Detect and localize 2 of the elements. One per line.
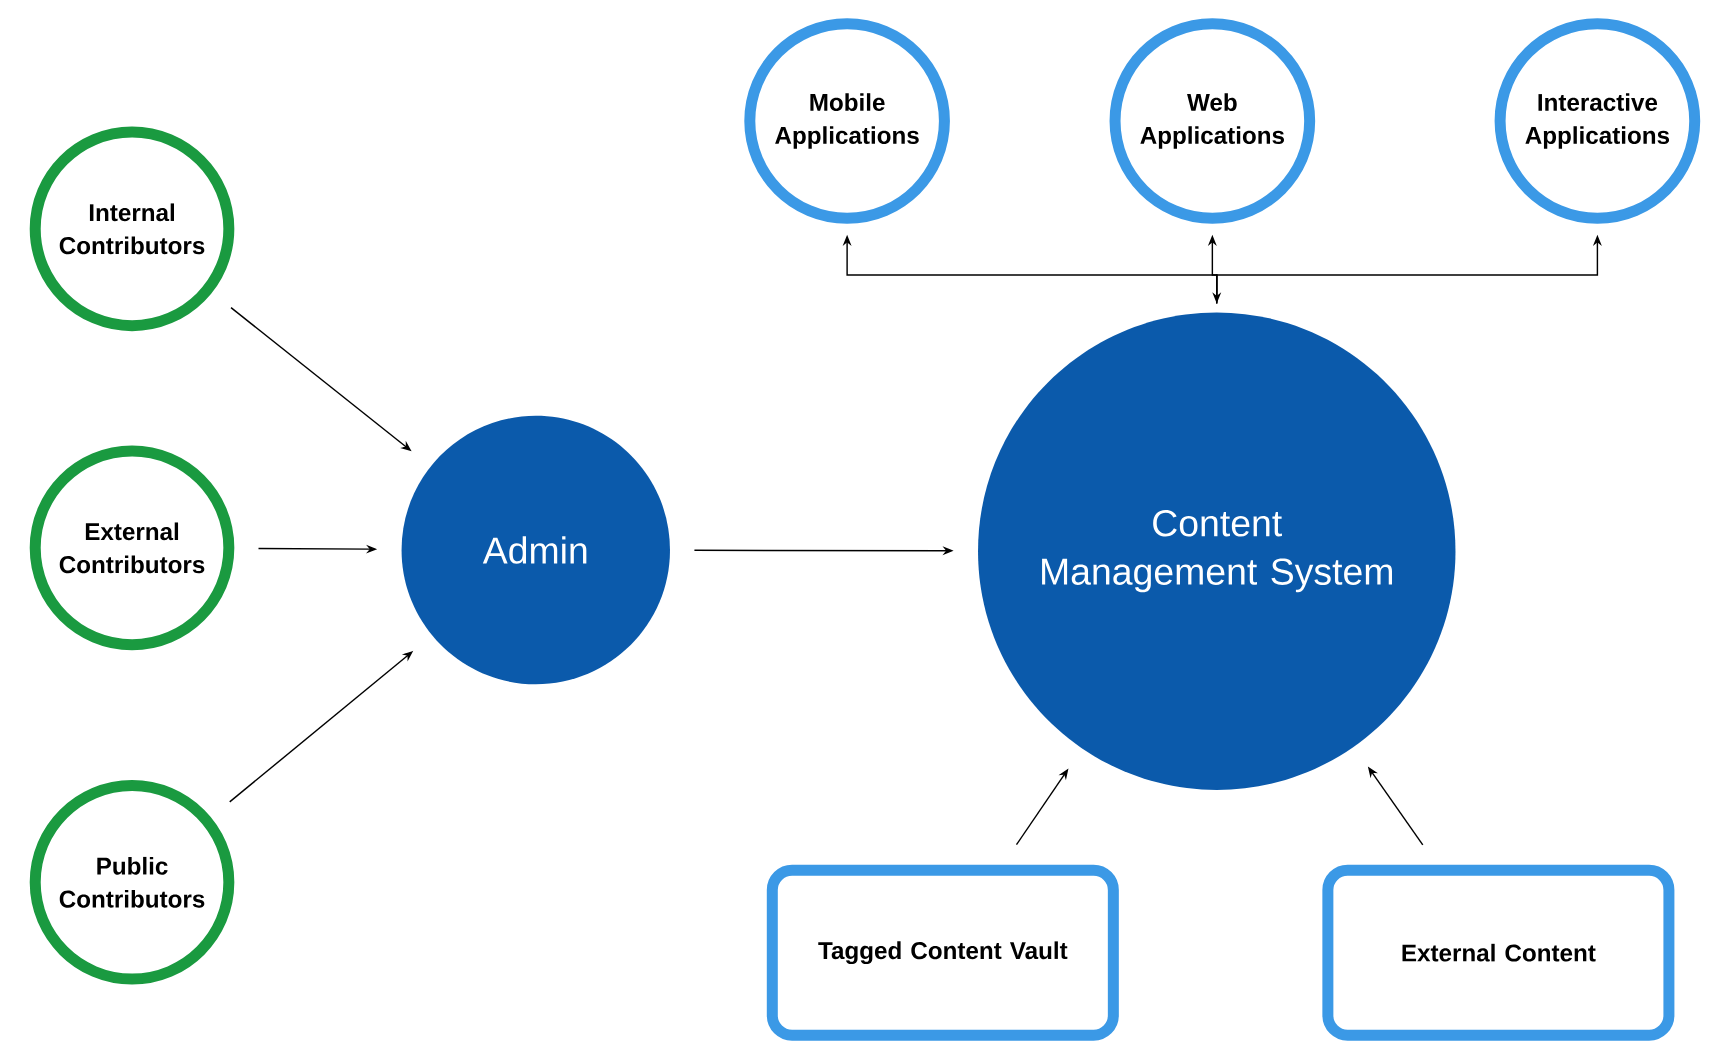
content-box: External Content [1322, 864, 1675, 1041]
content-box: Tagged Content Vault [766, 864, 1119, 1041]
